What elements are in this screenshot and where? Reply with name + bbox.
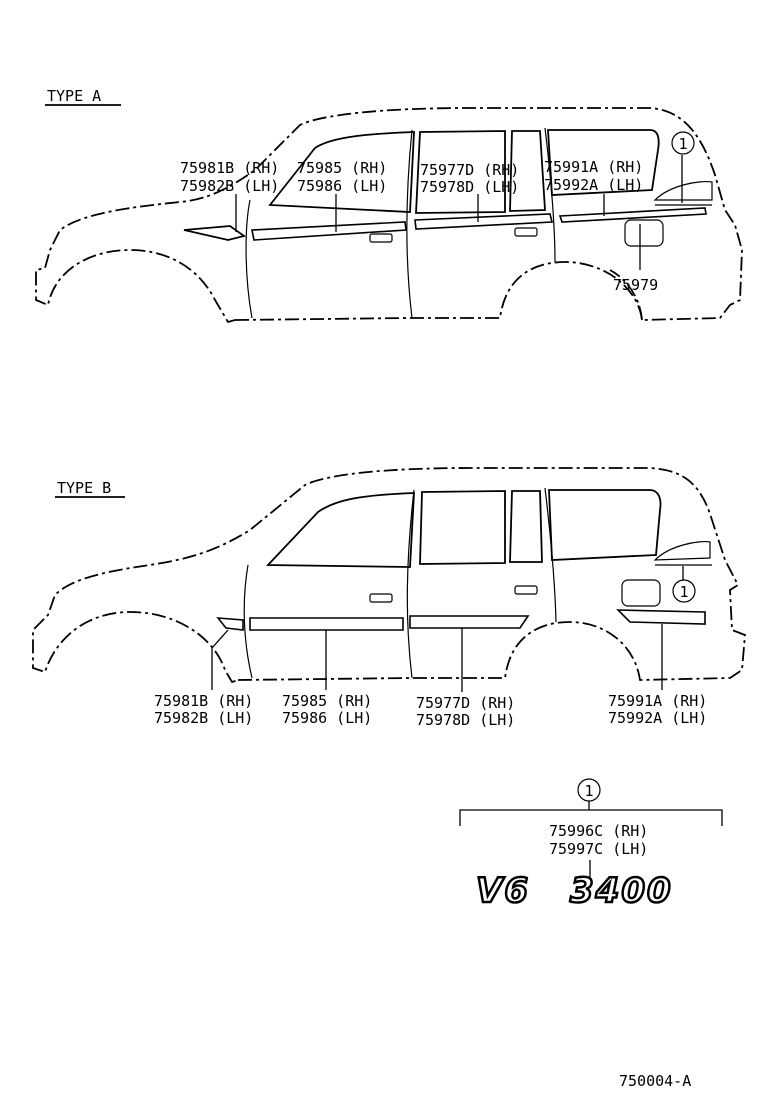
type-b-callout-number: 1 — [679, 583, 688, 601]
type-a-callout-circle — [671, 131, 695, 155]
drawing-number: 750004-A — [619, 1072, 691, 1090]
type-a-b-pillar-line — [406, 129, 413, 319]
type-a-back-window — [547, 129, 660, 196]
type-b-front-window — [265, 492, 415, 568]
type-a-rear-door-line — [544, 127, 556, 263]
detail-callout-number: 1 — [584, 782, 593, 800]
type-a-label-fender-rh: 75981B (RH) — [180, 159, 279, 177]
type-b-label-rear-door-rh: 75977D (RH) — [416, 694, 515, 712]
type-a-label-rear-door-lh: 75978D (LH) — [420, 178, 519, 196]
type-b-front-handle — [369, 593, 393, 603]
type-b-label-fender-rh: 75981B (RH) — [154, 692, 253, 710]
type-a-tail-lamp — [653, 180, 713, 201]
emblem-v6: V6 — [476, 871, 530, 911]
type-b-section: TYPE B 75981B (RH) 75982B (LH) — [32, 467, 746, 729]
type-a-label-quarter-rh: 75991A (RH) — [544, 158, 643, 176]
type-a-quarter-window — [509, 130, 546, 212]
type-a-label-fender-lh: 75982B (LH) — [180, 177, 279, 195]
type-a-fuel-lid — [624, 219, 664, 247]
type-b-rear-handle — [514, 585, 538, 595]
type-b-quarter-window — [509, 490, 543, 563]
type-a-label-front-door-lh: 75986 (LH) — [297, 177, 387, 195]
type-b-body-outline — [32, 467, 746, 684]
type-a-rear-handle — [514, 227, 538, 237]
type-a-rear-door-strip — [414, 213, 554, 230]
emblem-3400: 3400 — [570, 871, 673, 911]
type-a-title: TYPE A — [47, 87, 101, 105]
detail-part-lh: 75997C (LH) — [549, 840, 648, 858]
detail-part-rh: 75996C (RH) — [549, 822, 648, 840]
type-b-back-window — [548, 489, 662, 561]
type-a-label-front-door-rh: 75985 (RH) — [297, 159, 387, 177]
type-b-fender-strip — [216, 617, 244, 631]
type-b-front-door-line — [243, 564, 253, 679]
type-a-rear-window — [415, 130, 506, 214]
type-b-b-pillar-line — [406, 489, 415, 679]
type-b-callout-circle — [672, 579, 696, 603]
type-b-label-fender-lh: 75982B (LH) — [154, 709, 253, 727]
type-b-label-quarter-lh: 75992A (LH) — [608, 709, 707, 727]
type-a-front-handle — [369, 233, 393, 243]
type-a-front-door-strip — [251, 221, 407, 241]
type-a-label-rear-door-rh: 75977D (RH) — [420, 161, 519, 179]
type-b-title: TYPE B — [57, 479, 111, 497]
type-a-quarter-strip — [558, 207, 707, 223]
type-b-quarter-strip — [616, 609, 706, 625]
type-b-leader-fender — [211, 629, 229, 690]
detail-bracket — [459, 809, 723, 826]
type-b-tail-lamp — [653, 540, 711, 561]
emblem-detail-section: 1 75996C (RH) 75997C (LH) V6 3400 — [459, 778, 723, 912]
type-b-fuel-lid — [621, 579, 661, 607]
type-b-rear-door-strip — [409, 615, 530, 629]
type-a-rear-arch — [609, 269, 643, 321]
type-a-label-fuel-lid: 75979 — [613, 276, 658, 294]
type-a-front-window — [268, 131, 415, 213]
type-a-body-outline — [35, 107, 743, 324]
type-b-front-door-strip — [249, 617, 404, 631]
type-a-front-door-line — [245, 199, 253, 319]
type-a-callout-number: 1 — [678, 135, 687, 153]
type-b-rear-door-line — [544, 487, 557, 623]
type-b-label-front-door-lh: 75986 (LH) — [282, 709, 372, 727]
type-a-section: TYPE A 75981B — [35, 87, 743, 324]
type-b-label-rear-door-lh: 75978D (LH) — [416, 711, 515, 729]
type-b-label-quarter-rh: 75991A (RH) — [608, 692, 707, 710]
type-a-fender-ornament — [183, 225, 247, 241]
type-b-rear-window — [419, 490, 506, 565]
type-b-label-front-door-rh: 75985 (RH) — [282, 692, 372, 710]
type-a-label-quarter-lh: 75992A (LH) — [544, 176, 643, 194]
